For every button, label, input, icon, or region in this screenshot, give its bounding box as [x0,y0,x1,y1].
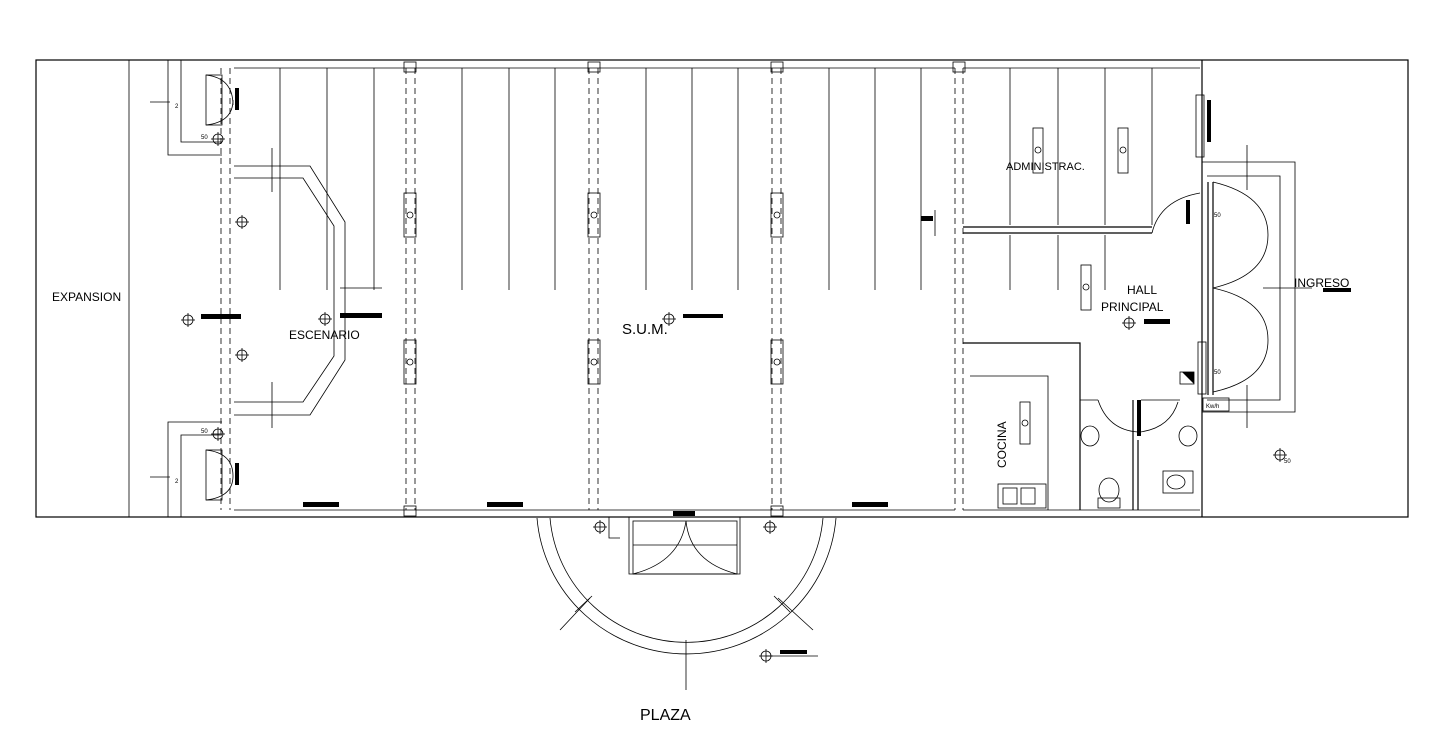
light-fixture-symbol [235,215,249,229]
stage-outline [234,165,346,416]
light-fixture-symbol [662,312,676,326]
room-label-cocina: COCINA [995,421,1009,468]
light-fixture-symbol [235,348,249,362]
dimension-label: 50 [1284,459,1291,465]
light-fixture-symbol [590,358,598,366]
light-fixture-symbol [211,132,225,146]
arrow-markers [271,145,1312,613]
light-fixture-symbol [773,211,781,219]
fixture-bars [201,313,1170,516]
outer-walls [35,59,1409,518]
front-entrance [536,516,837,690]
light-fixture-symbol [1082,283,1090,291]
light-fixture-symbol [1034,146,1042,154]
light-fixture-symbol [211,427,225,441]
admin-partitions [921,94,1211,311]
light-fixture-symbol [759,649,773,663]
dimension-label: 50 [1214,370,1221,376]
column-lines [220,61,966,517]
ceiling-lines [279,68,1153,290]
light-fixture-symbol [406,358,414,366]
light-fixture-symbol [1273,448,1287,462]
room-label-plaza: PLAZA [640,707,691,724]
light-fixture-symbol [1119,146,1127,154]
light-fixture-symbol [181,313,195,327]
light-fixture-symbol [1021,419,1029,427]
room-label-ingreso: INGRESO [1294,276,1349,290]
service-rooms [963,341,1230,510]
room-label-administrac: ADMINISTRAC. [1006,161,1085,173]
light-fixture-symbol [773,358,781,366]
light-fixture-symbol [593,520,607,534]
kwh-meter-label: Kw/h [1206,404,1219,410]
room-label-expansion: EXPANSION [52,290,121,304]
light-fixture-symbol [406,211,414,219]
light-fixture-symbol [318,312,332,326]
room-label-escenario: ESCENARIO [289,328,360,342]
dimension-label: 2 [175,104,179,110]
dimension-annotations: 50 50 50 50 50 2 2 Kw/h [175,104,1291,485]
dimension-label: 50 [201,135,208,141]
dimension-label: 50 [1214,213,1221,219]
dimension-label: 2 [175,479,179,485]
room-label-hall-line1: HALL [1127,283,1157,297]
room-label-sum: S.U.M. [622,321,668,338]
left-doors [150,60,239,517]
light-fixture-symbol [763,520,777,534]
light-fixtures [181,132,1287,663]
dimension-label: 50 [201,429,208,435]
room-label-hall-line2: PRINCIPAL [1101,300,1164,314]
room-labels: EXPANSION ESCENARIO S.U.M. ADMINISTRAC. … [52,161,1349,724]
light-fixture-symbol [590,211,598,219]
light-fixture-symbol [1122,316,1136,330]
